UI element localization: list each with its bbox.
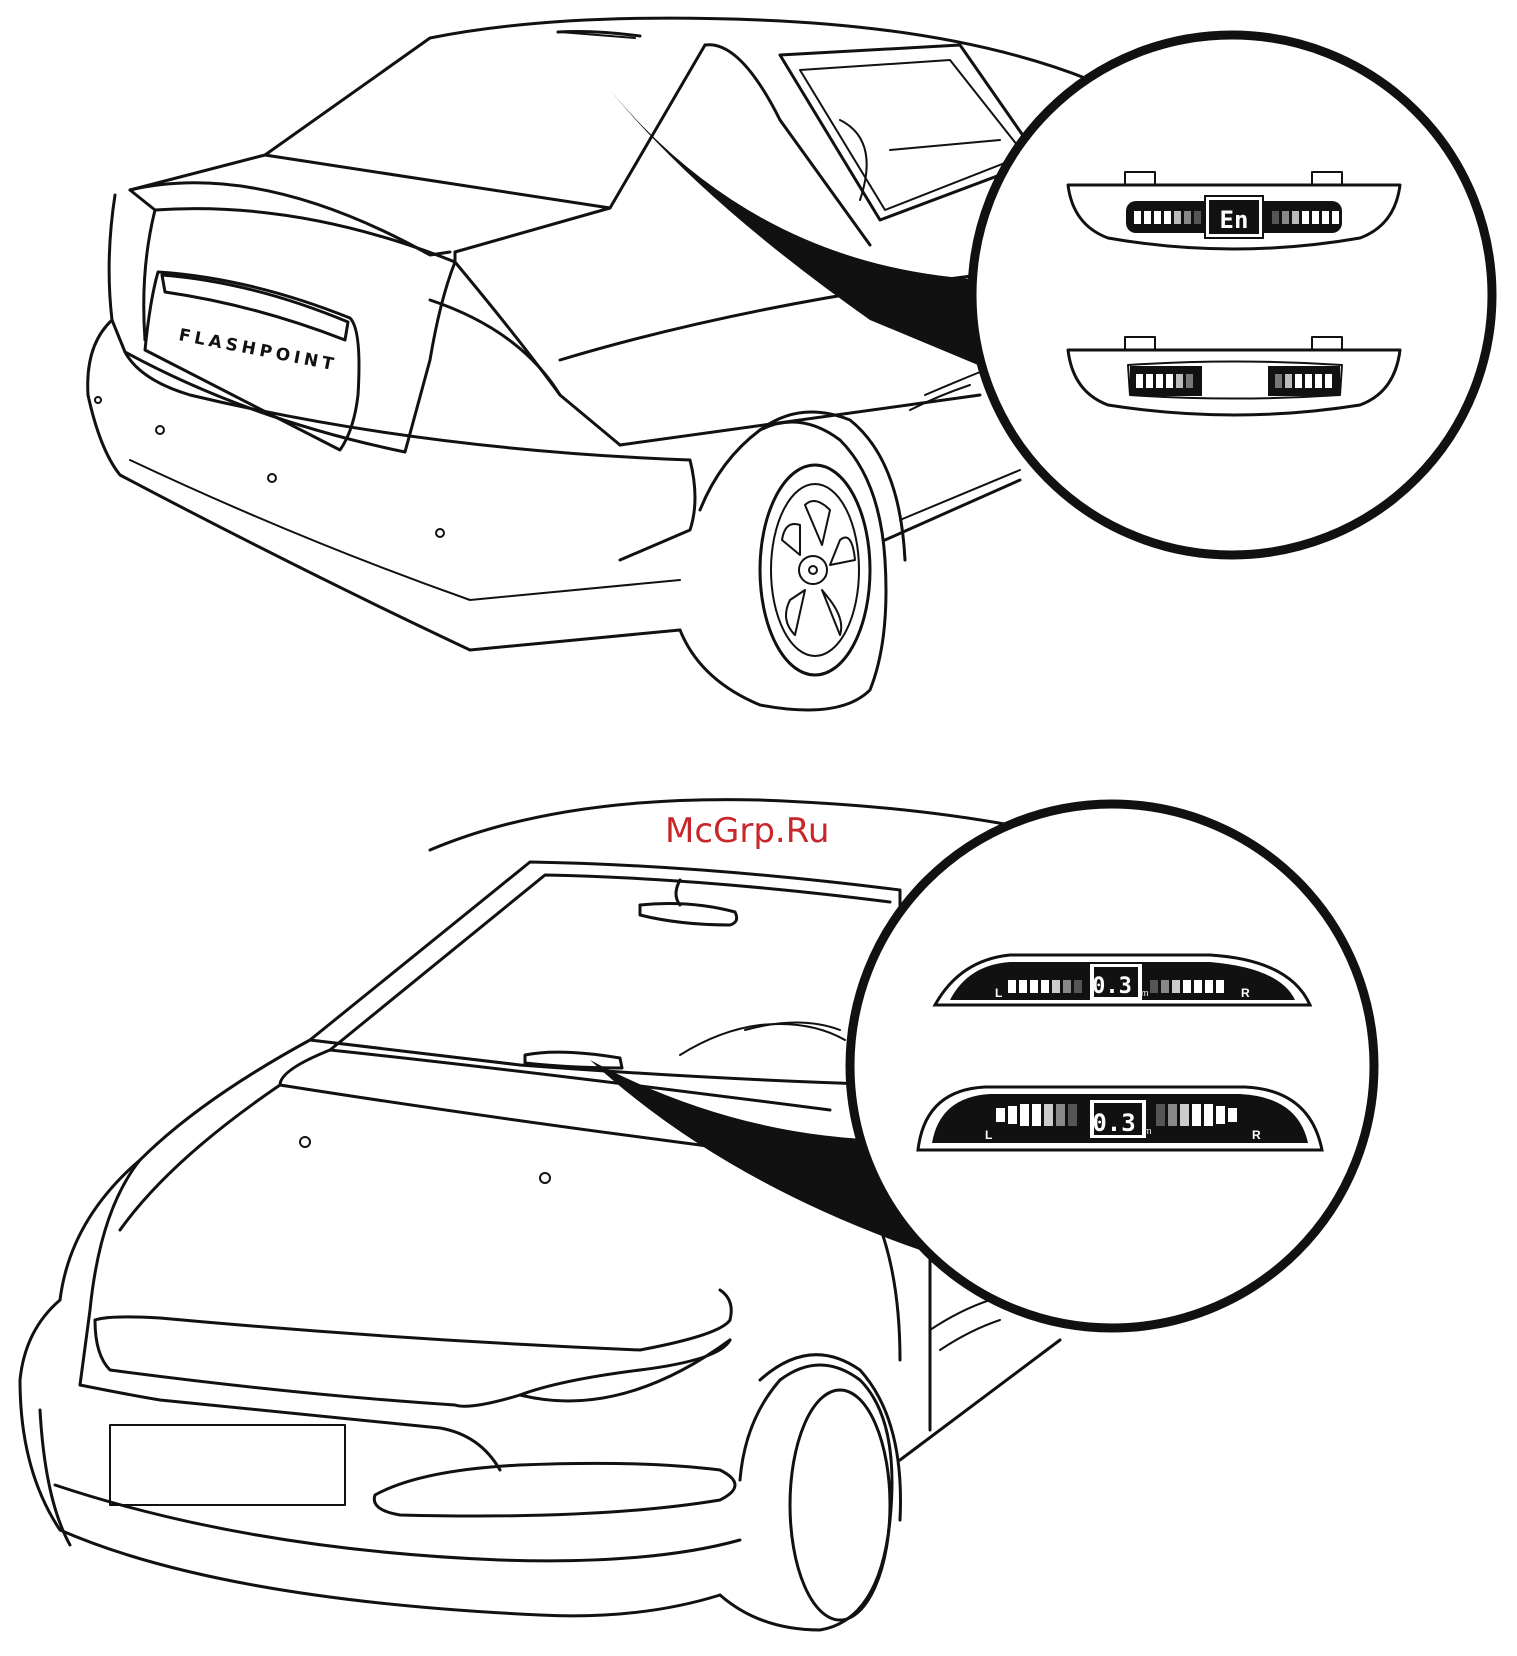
- rear-callout-pointer: [610, 90, 990, 370]
- front-display-top-right-label: R: [1241, 986, 1250, 1000]
- watermark: McGrp.Ru: [665, 811, 829, 851]
- front-inset-magnifier: 0.3 m L R: [850, 804, 1374, 1328]
- front-display-bottom-left-label: L: [985, 1128, 992, 1142]
- front-display-bottom-value: 0.3: [1092, 1109, 1135, 1137]
- front-display-bottom-right-label: R: [1252, 1128, 1261, 1142]
- front-display-top-value: 0.3: [1092, 974, 1132, 999]
- front-display-bottom-right-bars: [1156, 1104, 1237, 1126]
- front-display-unit-top: 0.3 m L R: [935, 955, 1310, 1005]
- front-display-unit-bottom: 0.3 m L R: [918, 1087, 1322, 1150]
- rear-car-illustration: FLASHPOINT: [88, 18, 1090, 710]
- plate-text: FLASHPOINT: [177, 325, 339, 375]
- front-display-top-left-label: L: [995, 986, 1002, 1000]
- front-display-top-unit: m: [1141, 988, 1149, 998]
- front-display-top-left-bars: [1008, 980, 1082, 993]
- front-display-bottom-unit: m: [1144, 1126, 1152, 1136]
- rear-display-top-right-bars: [1272, 211, 1339, 224]
- rear-display-top-left-bars: [1134, 211, 1201, 224]
- front-display-top-right-bars: [1150, 980, 1224, 993]
- rear-inset-magnifier: En: [972, 35, 1492, 555]
- rear-display-top-text: En: [1220, 206, 1249, 234]
- front-display-bottom-left-bars: [996, 1104, 1077, 1126]
